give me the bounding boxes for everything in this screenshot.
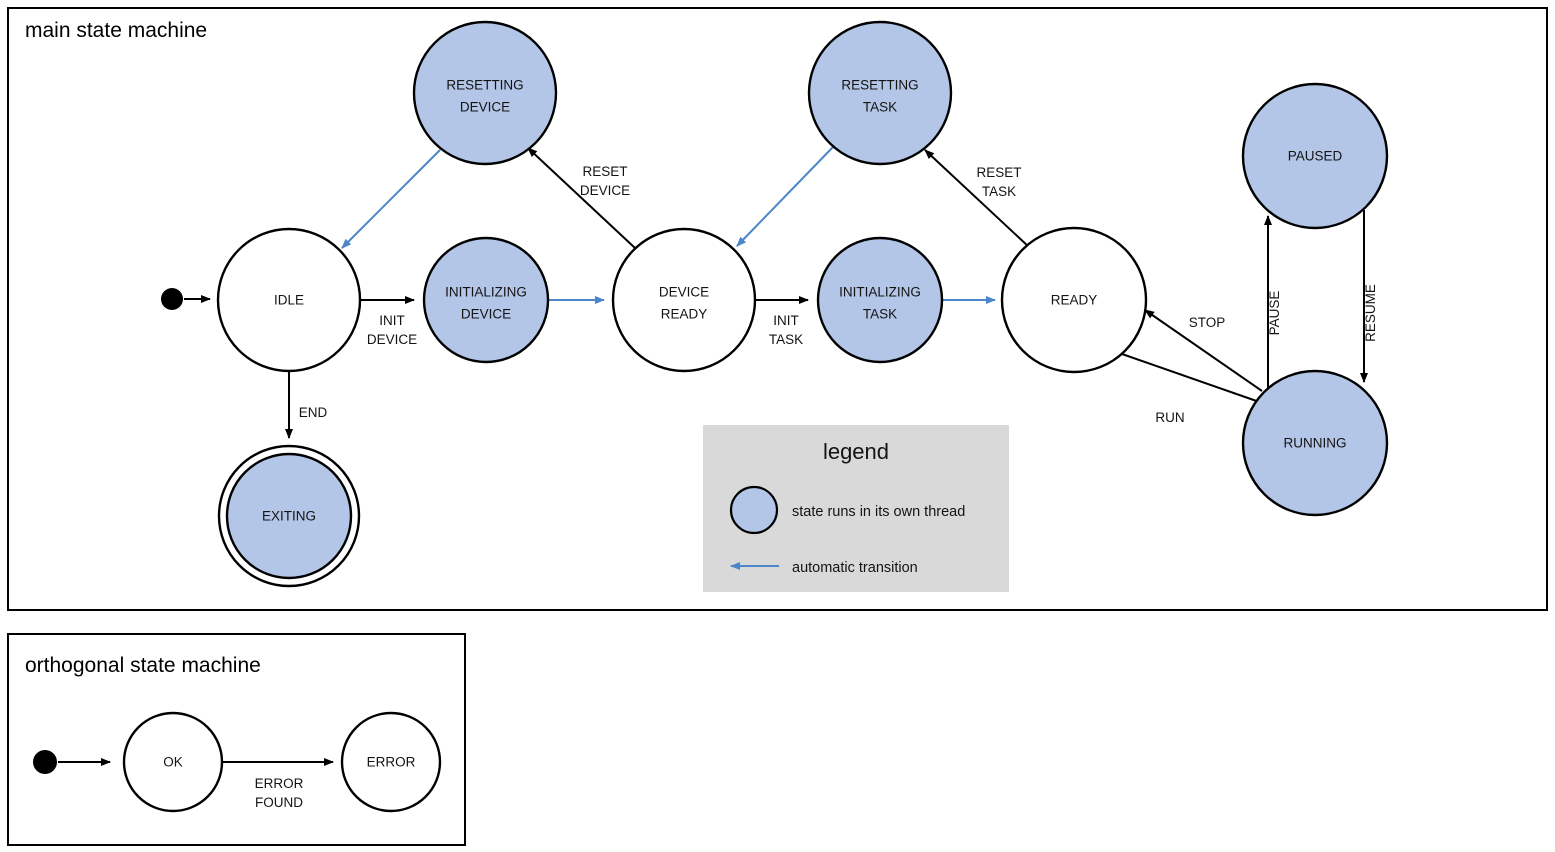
- state-resetting-task[interactable]: RESETTING TASK: [807, 20, 953, 166]
- transition-paused-to-running: RESUME: [1360, 210, 1378, 383]
- legend-item-auto-text: automatic transition: [792, 560, 918, 576]
- transition-resetting-task-to-device-ready: [736, 146, 834, 247]
- edge-label-resume: RESUME: [1363, 284, 1378, 342]
- edge-label-init-task-line2: TASK: [769, 332, 803, 347]
- edge-label-pause: PAUSE: [1267, 291, 1282, 336]
- edge-label-error-found-line1: ERROR: [255, 776, 304, 791]
- edge-label-end: END: [299, 405, 328, 420]
- transition-ready-to-running: RUN: [1121, 353, 1269, 425]
- state-exiting[interactable]: EXITING: [217, 444, 361, 588]
- state-idle[interactable]: IDLE: [216, 227, 362, 373]
- state-ready[interactable]: READY: [1000, 226, 1148, 374]
- legend-item-thread-text: state runs in its own thread: [792, 504, 965, 520]
- state-device-ready-label-line2: READY: [661, 307, 708, 322]
- edge-label-error-found-line2: FOUND: [255, 795, 303, 810]
- state-device-ready[interactable]: DEVICE READY: [611, 227, 757, 373]
- legend: legend state runs in its own thread auto…: [703, 425, 1009, 592]
- main-state-machine-title: main state machine: [25, 19, 207, 42]
- state-ready-label: READY: [1051, 293, 1098, 308]
- edge-label-stop: STOP: [1189, 315, 1226, 330]
- transition-running-to-ready: STOP: [1144, 309, 1263, 392]
- state-ok[interactable]: OK: [122, 711, 224, 813]
- state-error-label: ERROR: [367, 755, 416, 770]
- state-initializing-device[interactable]: INITIALIZING DEVICE: [422, 236, 550, 364]
- state-resetting-task-label-line2: TASK: [863, 100, 897, 115]
- legend-title: legend: [823, 439, 889, 464]
- state-initializing-task-label-line2: TASK: [863, 307, 897, 322]
- state-idle-label: IDLE: [274, 293, 304, 308]
- edge-label-reset-device-line1: RESET: [582, 164, 627, 179]
- edge-label-reset-device-line2: DEVICE: [580, 183, 630, 198]
- state-ok-label: OK: [163, 755, 183, 770]
- state-error[interactable]: ERROR: [340, 711, 442, 813]
- state-initializing-task[interactable]: INITIALIZING TASK: [816, 236, 944, 364]
- orthogonal-start-marker: [33, 750, 57, 774]
- transition-device-ready-to-initializing-task: INIT TASK: [756, 296, 809, 347]
- main-start-marker: [161, 288, 183, 310]
- transition-ok-to-error: ERROR FOUND: [222, 758, 334, 810]
- transition-resetting-device-to-idle: [341, 149, 441, 249]
- state-paused[interactable]: PAUSED: [1241, 82, 1389, 230]
- state-exiting-label: EXITING: [262, 509, 316, 524]
- edge-label-init-task-line1: INIT: [773, 313, 799, 328]
- state-initializing-device-label-line2: DEVICE: [461, 307, 511, 322]
- transition-device-ready-to-resetting-device: RESET DEVICE: [527, 147, 636, 249]
- transition-idle-to-exiting: END: [285, 372, 328, 439]
- transition-running-to-paused: PAUSE: [1264, 215, 1282, 399]
- state-running[interactable]: RUNNING: [1241, 369, 1389, 517]
- state-resetting-device-label-line2: DEVICE: [460, 100, 510, 115]
- state-running-label: RUNNING: [1284, 436, 1347, 451]
- state-initializing-device-label-line1: INITIALIZING: [445, 285, 527, 300]
- state-resetting-device[interactable]: RESETTING DEVICE: [412, 20, 558, 166]
- edge-label-init-device-line1: INIT: [379, 313, 405, 328]
- transition-ready-to-resetting-task: RESET TASK: [924, 149, 1030, 248]
- state-resetting-device-label-line1: RESETTING: [446, 78, 523, 93]
- transition-idle-to-initializing-device: INIT DEVICE: [360, 296, 417, 347]
- state-device-ready-label-line1: DEVICE: [659, 285, 709, 300]
- edge-label-reset-task-line1: RESET: [976, 165, 1021, 180]
- state-initializing-task-label-line1: INITIALIZING: [839, 285, 921, 300]
- state-paused-label: PAUSED: [1288, 149, 1343, 164]
- edge-label-reset-task-line2: TASK: [982, 184, 1016, 199]
- edge-label-run: RUN: [1155, 410, 1184, 425]
- orthogonal-state-machine-title: orthogonal state machine: [25, 654, 261, 677]
- legend-thread-state-swatch: [729, 485, 779, 535]
- state-resetting-task-label-line1: RESETTING: [841, 78, 918, 93]
- edge-label-init-device-line2: DEVICE: [367, 332, 417, 347]
